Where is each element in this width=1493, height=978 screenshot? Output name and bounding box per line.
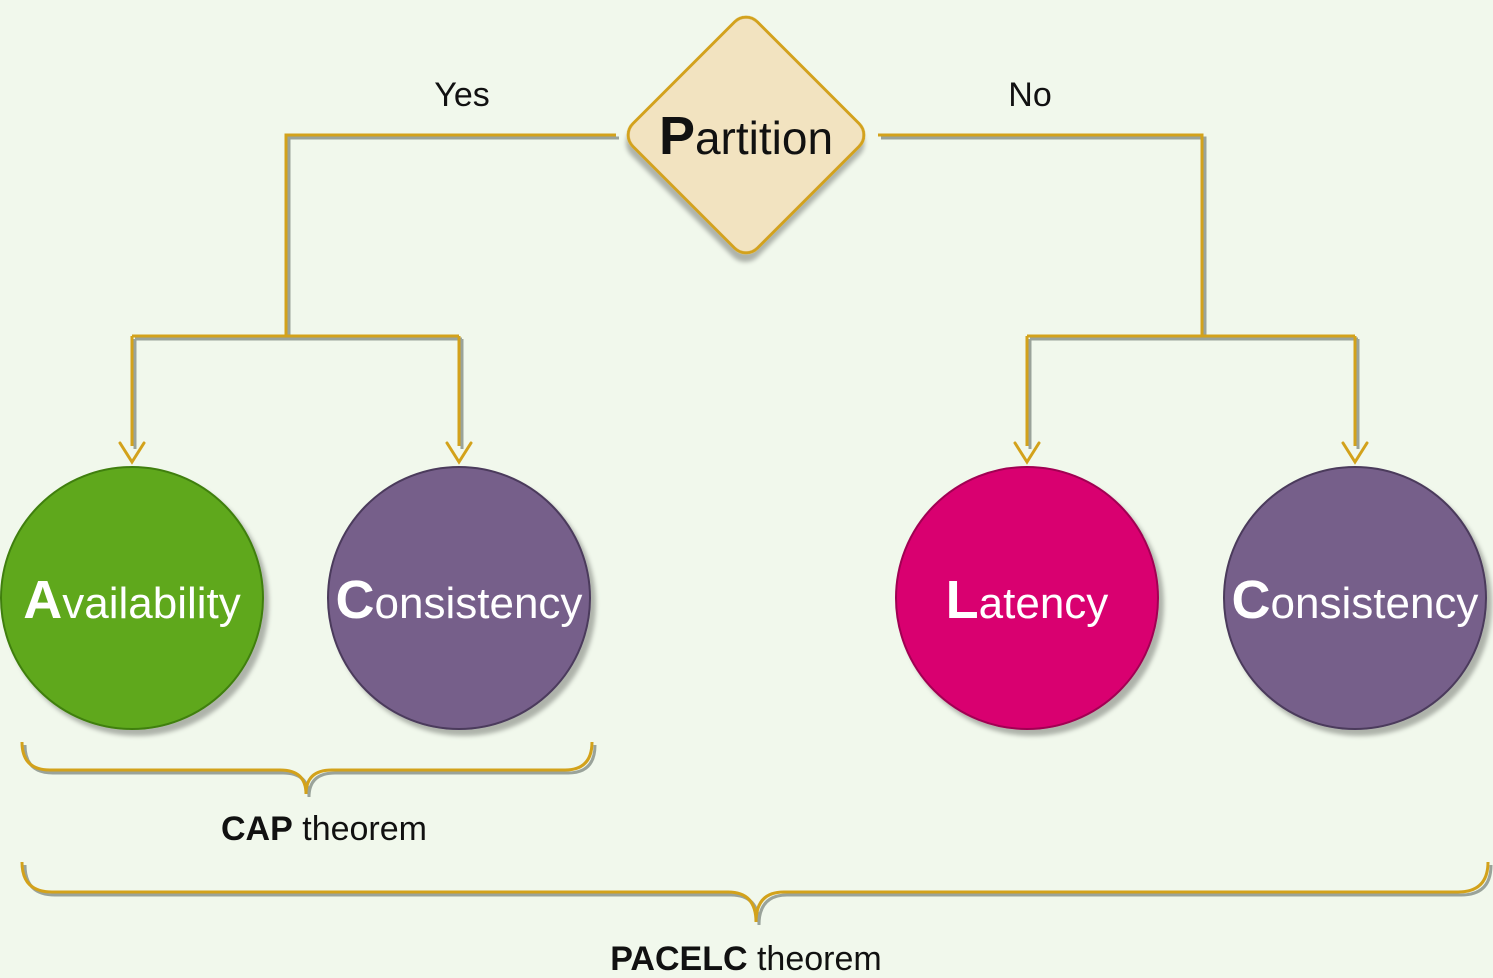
consistency-right-rest: onsistency [1271,579,1479,628]
latency-initial: L [946,570,979,630]
availability-circle [0,466,264,730]
pacelc-theorem-label: PACELC theorem [610,940,881,978]
cap-bold: CAP [221,810,293,848]
consistency-left-circle [327,466,591,730]
yes-branch-line [284,133,616,336]
arrowhead-availability [118,441,146,465]
yes-label: Yes [434,76,489,114]
latency-node: Latency [895,466,1159,730]
pacelc-bold: PACELC [610,940,747,978]
availability-label: Availability [23,570,241,630]
pacelc-rest: theorem [748,940,882,978]
consistency-left-node: Consistency [327,466,591,730]
connectors [130,133,1357,446]
consistency-right-circle [1223,466,1487,730]
consistency-right-initial: C [1232,570,1271,630]
arrowhead-consistency-left [445,441,473,465]
latency-label: Latency [946,570,1109,630]
partition-rest: artition [695,112,833,164]
availability-initial: A [23,570,62,630]
partition-label: Partition [659,106,833,166]
consistency-right-label: Consistency [1232,570,1479,630]
consistency-left-label: Consistency [336,570,583,630]
no-branch-line [878,133,1204,336]
arrowhead-latency [1013,441,1041,465]
availability-rest: vailability [62,579,241,628]
partition-diamond [626,15,866,255]
brace-shadows [23,744,1493,926]
no-label: No [1008,76,1051,114]
consistency-left-rest: onsistency [375,579,583,628]
cap-brace [20,741,594,795]
connector-shadows [133,136,1360,449]
cap-theorem-label: CAP theorem [221,810,427,848]
availability-node: Availability [0,466,264,730]
partition-decision: Partition [626,15,866,255]
consistency-right-node: Consistency [1223,466,1487,730]
partition-initial: P [659,106,695,166]
latency-rest: atency [979,579,1109,628]
arrowheads [118,441,1369,465]
cap-rest: theorem [293,810,427,848]
pacelc-brace [20,861,1490,923]
consistency-left-initial: C [336,570,375,630]
latency-circle [895,466,1159,730]
arrowhead-consistency-right [1341,441,1369,465]
